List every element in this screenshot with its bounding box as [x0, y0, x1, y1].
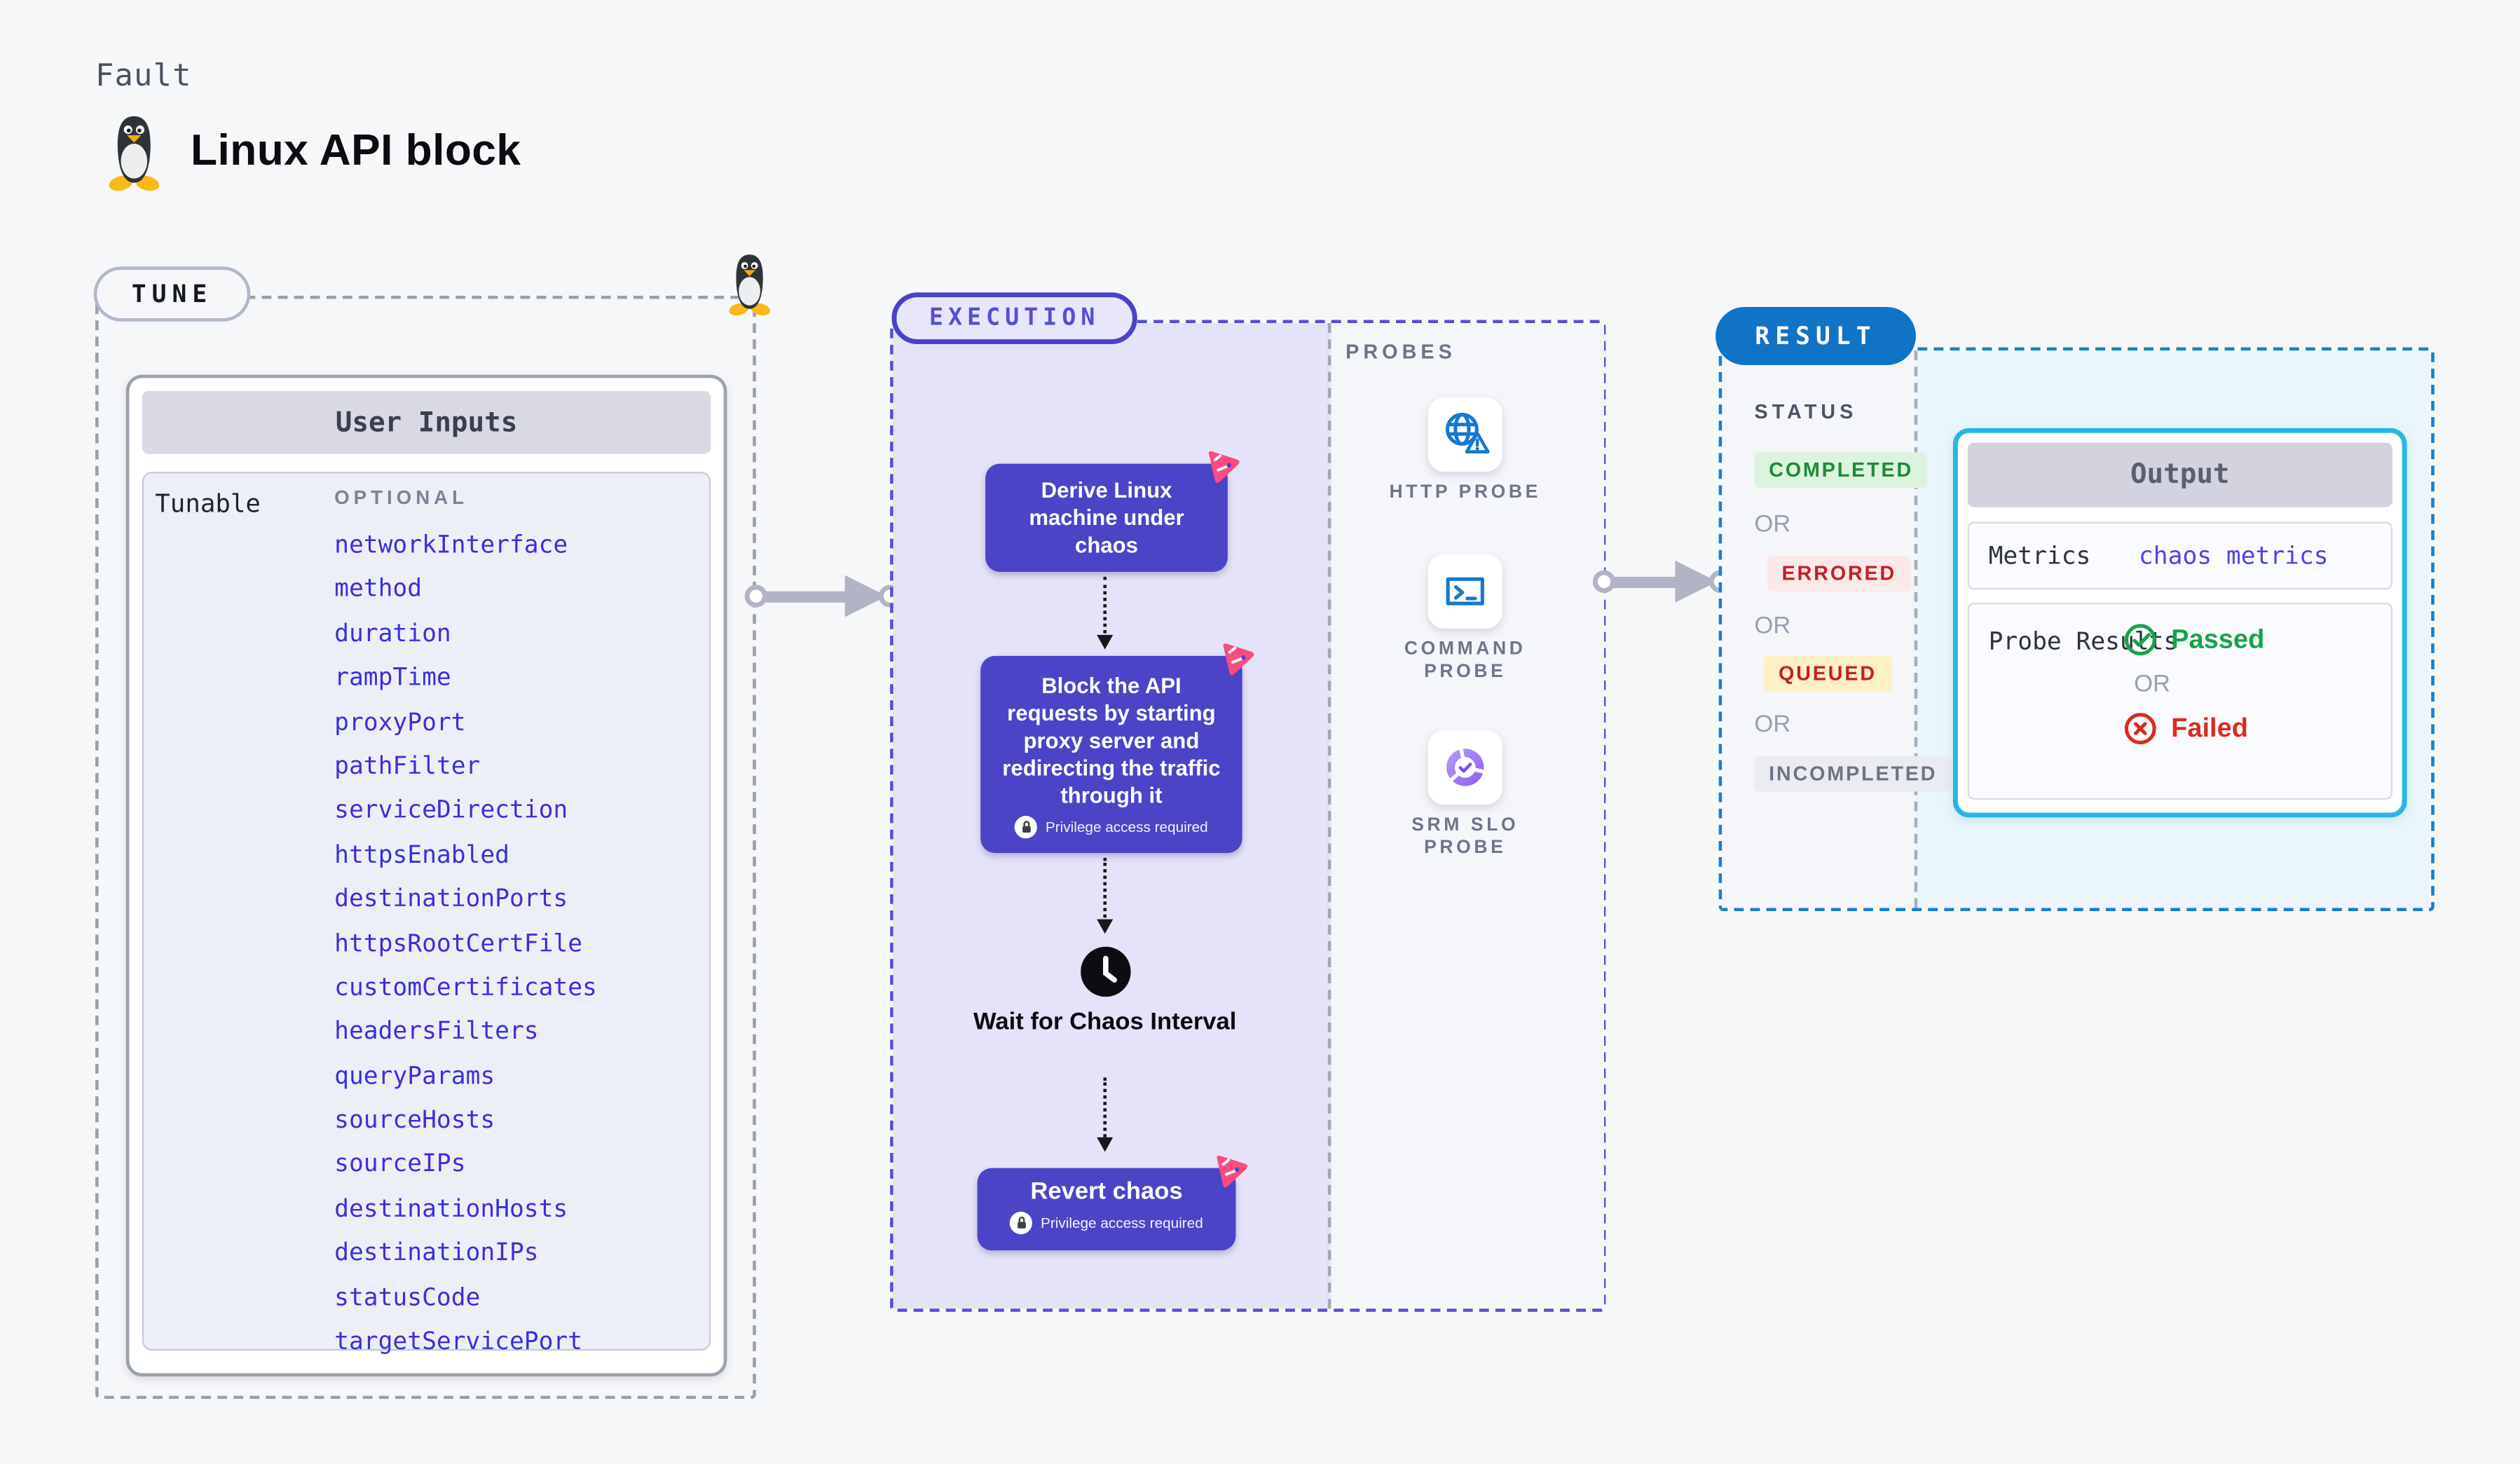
chaos-scratch-icon [1223, 643, 1254, 676]
fault-kicker: Fault [95, 57, 192, 94]
status-badge-completed: COMPLETED [1754, 452, 1928, 488]
srm-slo-probe-label: SRM SLO PROBE [1411, 816, 1519, 857]
tune-section-border [95, 295, 756, 1400]
probe-results-row: Probe Results Passed OR Failed [1967, 602, 2392, 800]
privilege-note: Privilege access required [990, 1211, 1223, 1235]
param-link[interactable]: queryParams [334, 1060, 495, 1091]
or-separator: OR [1754, 510, 1791, 538]
privilege-note-text: Privilege access required [1041, 1215, 1203, 1231]
output-title: Output [1967, 442, 2392, 507]
x-circle-icon [2124, 713, 2156, 745]
probe-result-passed: Passed [2123, 622, 2264, 657]
tune-to-execution-arrow [744, 573, 902, 619]
param-link[interactable]: serviceDirection [334, 795, 568, 825]
lock-icon [1010, 1211, 1033, 1235]
result-badge: RESULT [1716, 306, 1916, 365]
param-link[interactable]: pathFilter [334, 751, 481, 781]
probes-to-result-arrow [1592, 559, 1732, 605]
tux-penguin-icon [109, 116, 160, 191]
param-link[interactable]: httpsEnabled [334, 840, 509, 869]
step-label: Revert chaos [1030, 1177, 1183, 1205]
bottom-strip [0, 1463, 2520, 1483]
status-area [1722, 350, 1916, 908]
chaos-metrics-link[interactable]: chaos metrics [2138, 541, 2329, 570]
status-badge-incompleted: INCOMPLETED [1754, 756, 1952, 792]
flow-connector [1097, 576, 1114, 650]
srm-slo-probe-tile [1427, 730, 1502, 805]
clock-icon [1081, 946, 1131, 997]
param-link[interactable]: rampTime [334, 662, 451, 692]
status-badge-queued: QUEUED [1764, 655, 1891, 692]
status-output-divider [1914, 350, 1918, 908]
or-separator: OR [1754, 711, 1791, 739]
param-link[interactable]: targetServicePort [334, 1326, 583, 1356]
http-probe-tile [1427, 397, 1502, 472]
flow-connector [1097, 1077, 1114, 1152]
param-link[interactable]: sourceHosts [334, 1105, 495, 1135]
tunable-param-list: networkInterface method duration rampTim… [334, 533, 706, 1354]
globe-warning-icon [1445, 413, 1490, 453]
param-link[interactable]: proxyPort [334, 706, 466, 737]
param-link[interactable]: networkInterface [334, 530, 568, 559]
failed-label: Failed [2171, 713, 2249, 743]
metrics-row: Metrics chaos metrics [1967, 521, 2392, 590]
command-probe-label: COMMAND PROBE [1404, 639, 1526, 681]
step-label: Block the API requests by starting proxy… [1002, 674, 1221, 808]
passed-label: Passed [2171, 624, 2265, 654]
probes-section-label: PROBES [1345, 341, 1456, 364]
status-label: STATUS [1754, 400, 1858, 423]
step-derive-machine: Derive Linux machine under chaos [985, 451, 1240, 573]
privilege-note-text: Privilege access required [1045, 819, 1208, 835]
check-circle-icon [2124, 624, 2156, 656]
chaos-scratch-icon [1217, 1155, 1248, 1188]
optional-column-label: OPTIONAL [334, 486, 469, 510]
slo-donut-check-icon [1446, 747, 1484, 786]
user-inputs-title: User Inputs [142, 390, 711, 454]
page-title: Linux API block [191, 125, 521, 175]
or-separator: OR [1754, 612, 1791, 640]
privilege-note: Privilege access required [994, 816, 1230, 839]
step-wait-interval: Wait for Chaos Interval [973, 1008, 1237, 1036]
param-link[interactable]: duration [334, 618, 451, 648]
tune-badge: TUNE [93, 266, 251, 322]
terminal-icon [1446, 577, 1484, 606]
param-link[interactable]: headersFilters [334, 1016, 539, 1046]
param-link[interactable]: customCertificates [334, 972, 597, 1002]
chaos-scratch-icon [1208, 451, 1240, 484]
param-link[interactable]: destinationIPs [334, 1238, 539, 1267]
tunables-panel [142, 472, 711, 1351]
http-probe-label: HTTP PROBE [1389, 483, 1541, 503]
execution-badge: EXECUTION [891, 292, 1137, 344]
probe-result-failed: Failed [2123, 711, 2264, 746]
flow-connector [1097, 858, 1114, 934]
metrics-label: Metrics [1988, 541, 2091, 570]
step-label: Derive Linux machine under chaos [1029, 478, 1184, 558]
step-revert-chaos: Revert chaos Privilege access required [977, 1155, 1248, 1251]
status-badge-errored: ERRORED [1767, 555, 1911, 592]
param-link[interactable]: destinationPorts [334, 884, 568, 913]
step-block-api: Block the API requests by starting proxy… [980, 643, 1254, 854]
tunable-row-label: Tunable [155, 489, 261, 519]
param-link[interactable]: httpsRootCertFile [334, 928, 583, 957]
lock-icon [1015, 816, 1038, 839]
command-probe-tile [1427, 554, 1502, 629]
param-link[interactable]: statusCode [334, 1282, 481, 1311]
execution-probes-divider [1327, 323, 1331, 1309]
or-separator: OR [2134, 670, 2170, 698]
tux-penguin-icon [729, 254, 770, 316]
probes-area [1331, 323, 1604, 1309]
param-link[interactable]: sourceIPs [334, 1149, 466, 1179]
param-link[interactable]: destinationHosts [334, 1194, 568, 1223]
param-link[interactable]: method [334, 574, 423, 603]
